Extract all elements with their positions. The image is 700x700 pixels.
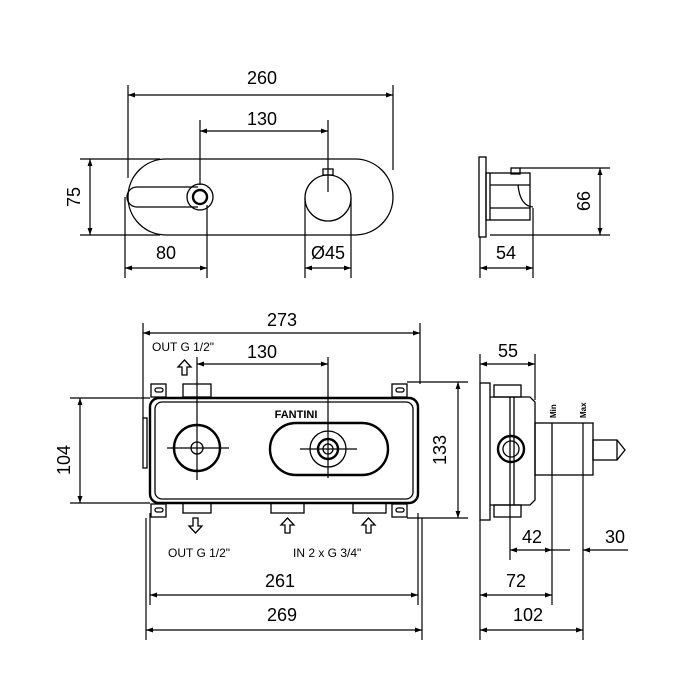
outlet-top-arrow-icon: [176, 359, 193, 376]
outlet-bottom-arrow-icon: [187, 517, 204, 534]
dim-66: 66: [574, 191, 594, 211]
dim-102: 102: [513, 605, 543, 625]
inlet-arrow-icon: [279, 517, 296, 534]
dim-72: 72: [506, 571, 526, 591]
max-label: Max: [579, 402, 588, 418]
inlet-label: IN 2 x G 3/4": [293, 546, 361, 560]
dim-42: 42: [522, 527, 542, 547]
lever-hub: [186, 183, 214, 211]
top-side-view: 66 54: [478, 156, 610, 278]
dim-80: 80: [156, 243, 176, 263]
dim-30: 30: [605, 527, 625, 547]
dim-55: 55: [498, 341, 518, 361]
outlet-bottom-label: OUT G 1/2": [168, 546, 230, 560]
outlet-top-label: OUT G 1/2": [152, 340, 214, 354]
dim-133: 133: [430, 435, 450, 465]
bottom-side-view: Min Max 55 42 30 72 102: [479, 341, 628, 640]
dim-260: 260: [247, 68, 277, 88]
min-label: Min: [549, 404, 558, 418]
bottom-front-view: FANTINI OUT G 1/2" OUT G 1/2" IN 2 x G 3…: [54, 310, 468, 640]
dim-261: 261: [265, 571, 295, 591]
cover-plate: [127, 158, 394, 236]
dim-54: 54: [496, 243, 516, 263]
brand-logo: FANTINI: [275, 409, 318, 421]
dim-diameter-45: Ø45: [311, 243, 345, 263]
lever-handle: [126, 186, 198, 208]
dim-269: 269: [267, 605, 297, 625]
dim-273: 273: [267, 310, 297, 330]
mixer-recess: [268, 421, 390, 477]
dim-75: 75: [64, 187, 84, 207]
dim-130-top: 130: [247, 109, 277, 129]
dim-104: 104: [54, 445, 74, 475]
inlet-arrow-icon: [360, 517, 377, 534]
top-front-view: 260 130 75 80 Ø45: [64, 68, 394, 278]
dim-130-bottom: 130: [247, 342, 277, 362]
